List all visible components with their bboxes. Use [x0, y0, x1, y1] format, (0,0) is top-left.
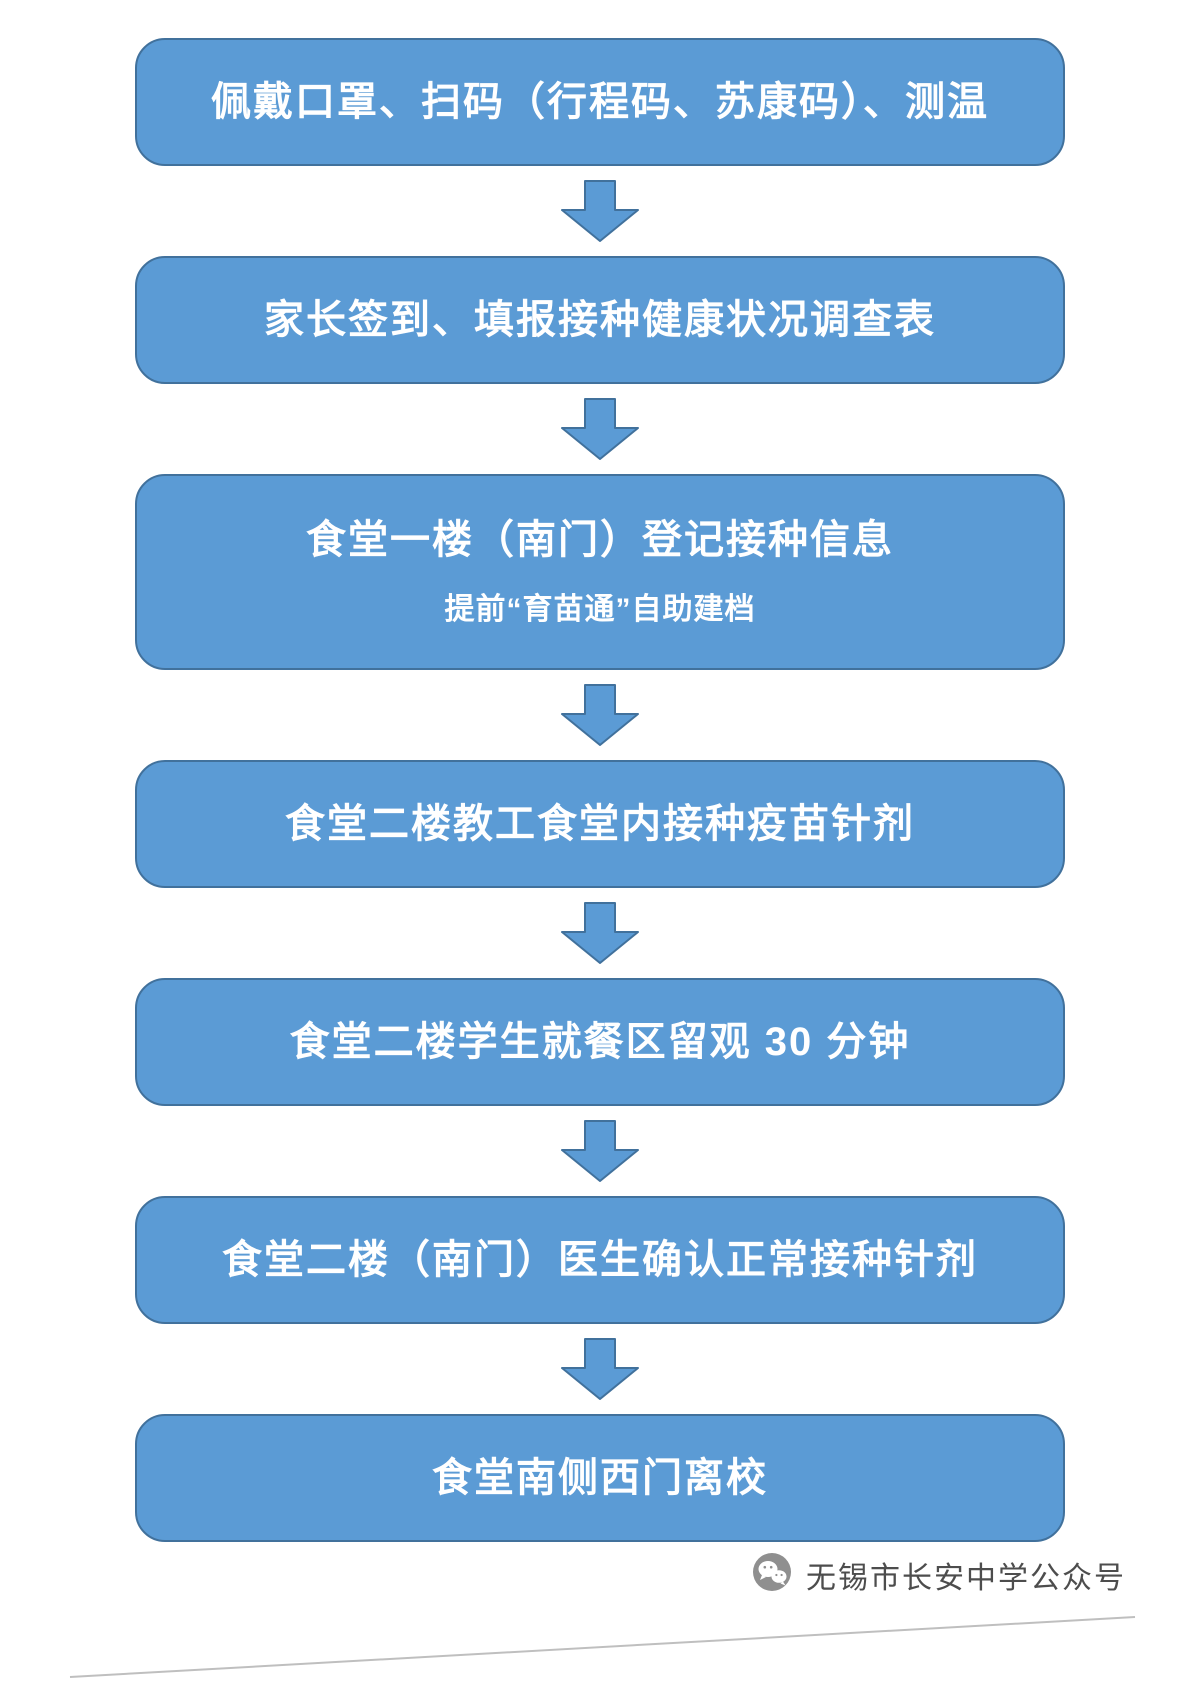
flow-step-label: 家长签到、填报接种健康状况调查表 [264, 298, 936, 342]
decorative-line [69, 1616, 1136, 1678]
flow-step-2: 家长签到、填报接种健康状况调查表 [135, 256, 1065, 384]
down-arrow-icon [561, 1106, 639, 1196]
flow-step-label: 食堂二楼（南门）医生确认正常接种针剂 [222, 1238, 978, 1282]
flow-step-label: 食堂一楼（南门）登记接种信息 [306, 518, 894, 562]
down-arrow-icon [561, 384, 639, 474]
wechat-icon [752, 1552, 792, 1597]
flow-step-label: 食堂二楼教工食堂内接种疫苗针剂 [285, 802, 915, 846]
flow-step-5: 食堂二楼学生就餐区留观 30 分钟 [135, 978, 1065, 1106]
down-arrow-icon [561, 670, 639, 760]
flow-step-3: 食堂一楼（南门）登记接种信息 提前“育苗通”自助建档 [135, 474, 1065, 670]
flow-step-6: 食堂二楼（南门）医生确认正常接种针剂 [135, 1196, 1065, 1324]
flow-step-label: 食堂二楼学生就餐区留观 30 分钟 [289, 1020, 911, 1064]
account-footer: 无锡市长安中学公众号 [752, 1552, 1126, 1597]
flow-step-1: 佩戴口罩、扫码（行程码、苏康码）、测温 [135, 38, 1065, 166]
flow-step-label: 佩戴口罩、扫码（行程码、苏康码）、测温 [211, 80, 989, 124]
flow-step-label: 食堂南侧西门离校 [432, 1456, 768, 1500]
down-arrow-icon [561, 166, 639, 256]
down-arrow-icon [561, 888, 639, 978]
flow-step-7: 食堂南侧西门离校 [135, 1414, 1065, 1542]
account-name: 无锡市长安中学公众号 [806, 1561, 1126, 1595]
flow-step-4: 食堂二楼教工食堂内接种疫苗针剂 [135, 760, 1065, 888]
flow-step-sublabel: 提前“育苗通”自助建档 [444, 593, 756, 626]
vaccination-flowchart: 佩戴口罩、扫码（行程码、苏康码）、测温 家长签到、填报接种健康状况调查表 食堂一… [135, 38, 1065, 1542]
down-arrow-icon [561, 1324, 639, 1414]
